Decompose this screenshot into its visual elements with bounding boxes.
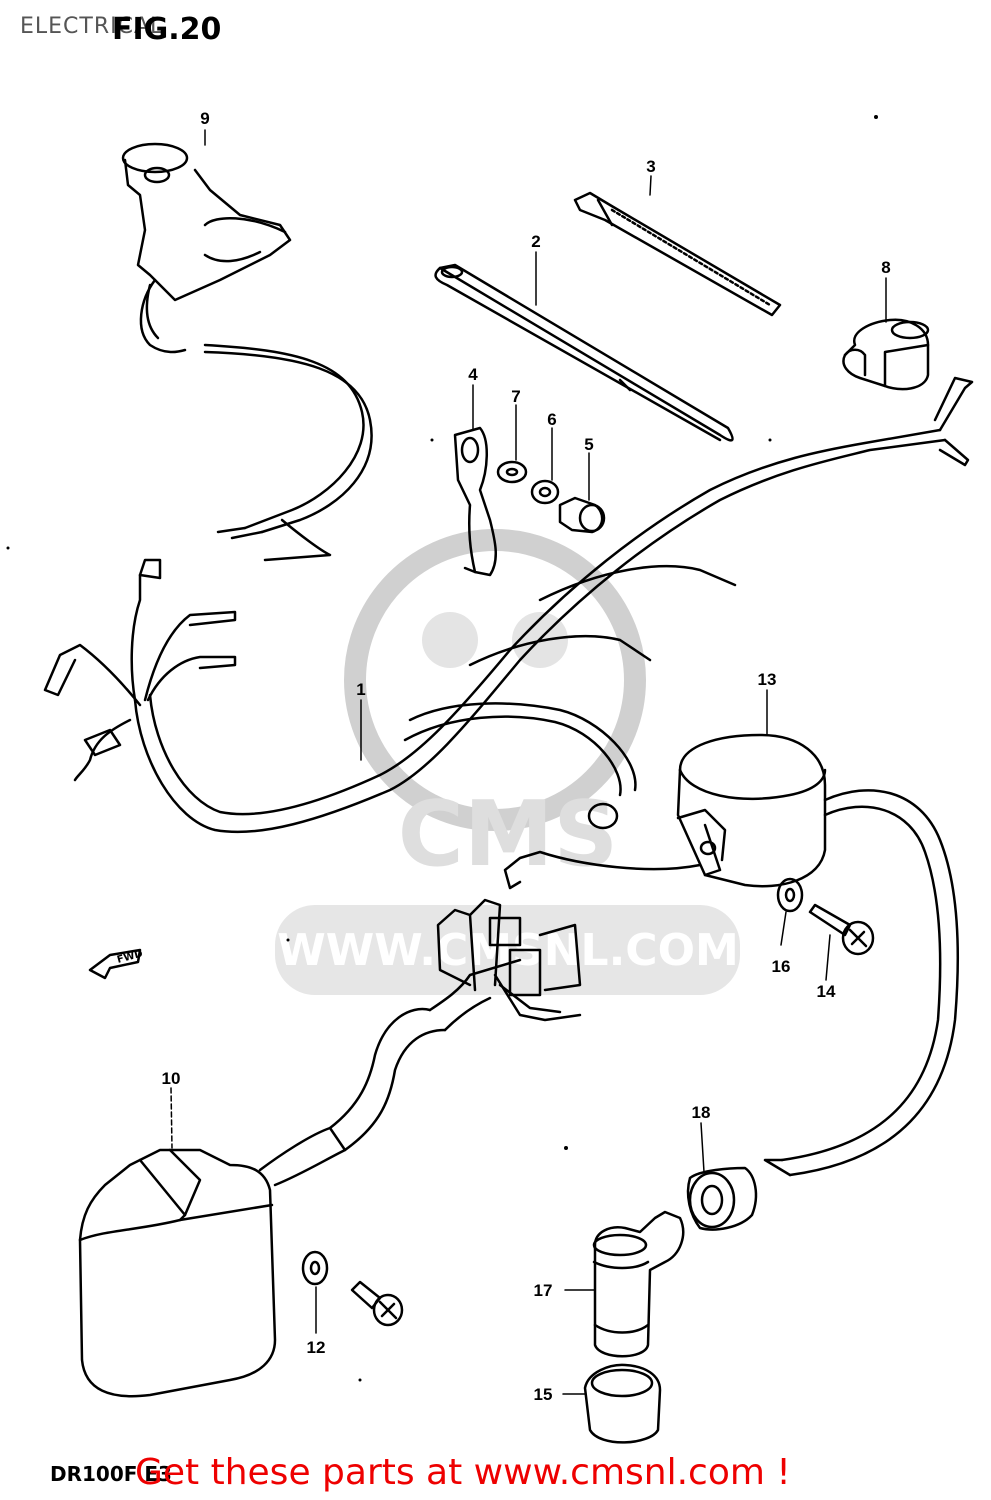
part-plug-cap bbox=[592, 1210, 685, 1358]
model-code: DR100F E3 bbox=[50, 1462, 172, 1486]
parts-link[interactable]: Get these parts at www.cmsnl.com ! bbox=[135, 1452, 791, 1493]
part-number-10: 10 bbox=[162, 1069, 181, 1088]
section-title: ELECTRICAL bbox=[20, 14, 164, 39]
part-screw-14 bbox=[808, 903, 875, 956]
part-number-6: 6 bbox=[547, 410, 556, 429]
figure-title: FIG.20 bbox=[112, 12, 222, 47]
part-boot bbox=[583, 1363, 662, 1444]
part-number-13: 13 bbox=[758, 670, 777, 689]
part-number-18: 18 bbox=[692, 1103, 711, 1122]
part-lock-washer-6 bbox=[530, 479, 560, 505]
part-number-8: 8 bbox=[881, 258, 890, 277]
leader-lines bbox=[170, 129, 887, 1395]
part-washer-15 bbox=[776, 877, 804, 913]
part-number-1: 1 bbox=[356, 680, 365, 699]
part-grommet bbox=[686, 1166, 758, 1231]
part-number-17: 15 bbox=[534, 1385, 553, 1404]
part-number-3: 3 bbox=[646, 157, 655, 176]
part-ignition-coil bbox=[503, 733, 960, 1177]
part-bolt-5 bbox=[558, 496, 606, 534]
part-number-9: 9 bbox=[200, 109, 209, 128]
part-cable-tie bbox=[573, 191, 782, 317]
part-long-clamp bbox=[434, 263, 734, 442]
scan-specks bbox=[6, 115, 878, 1382]
part-cdi-unit bbox=[78, 898, 582, 1398]
part-number-14: 14 bbox=[817, 982, 836, 1001]
part-bracket bbox=[453, 426, 497, 577]
cmsnl-watermark: CMS WWW.CMSNL.COM bbox=[275, 529, 740, 995]
part-number-16: 17 bbox=[534, 1281, 553, 1300]
watermark-url-text: WWW.CMSNL.COM bbox=[277, 925, 739, 976]
part-number-12: 12 bbox=[307, 1338, 326, 1357]
watermark-logo-text: CMS bbox=[398, 782, 618, 887]
part-cap bbox=[842, 318, 930, 391]
part-wiring-harness bbox=[43, 376, 974, 834]
part-screw-cdi bbox=[350, 1280, 404, 1327]
part-number-7: 7 bbox=[511, 387, 520, 406]
part-washer-12 bbox=[301, 1250, 329, 1286]
part-handlebar-switch bbox=[121, 142, 373, 562]
part-number-4: 4 bbox=[468, 365, 478, 384]
fwd-arrow-icon bbox=[88, 948, 142, 980]
part-numbers: 9 2 3 8 4 7 6 5 1 13 16 14 10 18 12 17 1… bbox=[162, 109, 891, 1404]
part-number-5: 5 bbox=[584, 435, 593, 454]
part-washer-7 bbox=[496, 460, 528, 484]
part-number-15: 16 bbox=[772, 957, 791, 976]
part-number-2: 2 bbox=[531, 232, 540, 251]
